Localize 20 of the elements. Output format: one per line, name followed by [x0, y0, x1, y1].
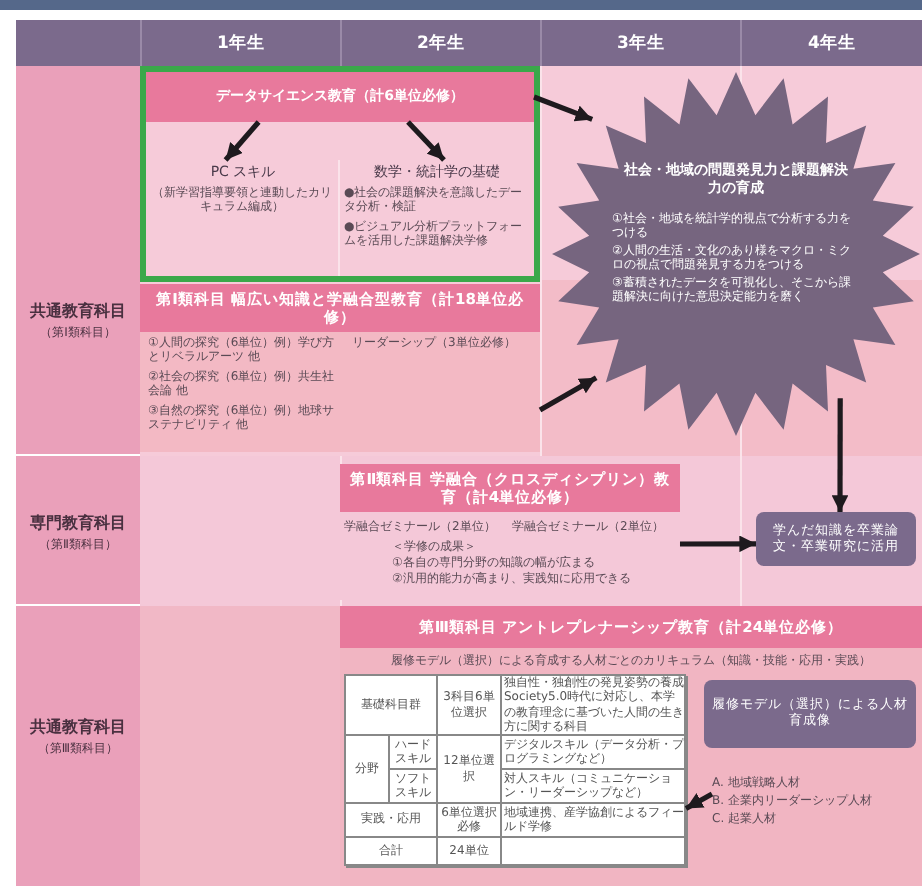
starburst — [552, 72, 920, 436]
column-header: 2年生 — [340, 20, 540, 66]
row-header: 専門教育科目 — [28, 512, 128, 536]
course-panel — [140, 284, 540, 452]
arrow — [538, 375, 598, 413]
arrow — [406, 120, 446, 162]
column-header: 3年生 — [540, 20, 740, 66]
column-header: 4年生 — [740, 20, 922, 66]
row-header: 共通教育科目 — [28, 716, 128, 740]
outcome-box — [756, 512, 916, 566]
outcome-box — [704, 680, 916, 748]
section-heading — [146, 72, 534, 122]
course-panel — [340, 606, 922, 886]
arrow — [684, 791, 714, 811]
arrow — [533, 94, 594, 122]
arrow — [223, 120, 261, 162]
arrow — [680, 535, 756, 553]
curriculum-table — [344, 674, 686, 866]
row-header: 共通教育科目 — [28, 300, 128, 324]
column-header: 1年生 — [140, 20, 340, 66]
